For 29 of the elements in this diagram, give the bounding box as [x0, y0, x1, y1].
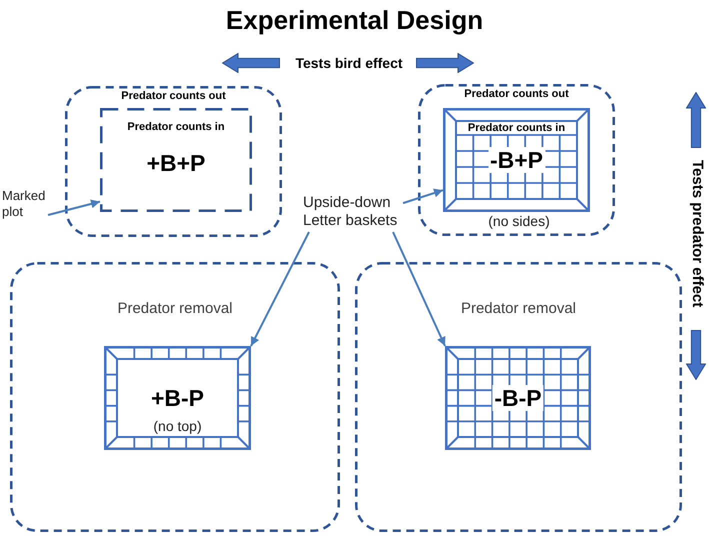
- callout-text: Marked plot: [2, 188, 48, 224]
- diagram-title: Experimental Design: [226, 5, 484, 36]
- leader-arrow: [392, 232, 446, 346]
- heading-text: Predator counts in: [127, 121, 225, 134]
- treatment-code: +B+P: [146, 150, 206, 176]
- dashed-plot-outline: [100, 108, 252, 212]
- letter-basket: [443, 108, 590, 212]
- letter-basket: [445, 346, 591, 450]
- treatment-code: +B-P: [150, 385, 204, 411]
- leader-arrow: [402, 188, 444, 204]
- note-text: (no sides): [488, 213, 550, 229]
- effect-label: Tests bird effect: [295, 55, 403, 71]
- effect-label: Tests predator effect: [688, 160, 706, 308]
- dashed-zone: [10, 262, 340, 532]
- treatment-code: -B-P: [492, 385, 544, 411]
- note-text: (no top): [153, 418, 202, 434]
- heading-text: Predator counts out: [121, 90, 226, 103]
- heading-text: Predator removal: [117, 300, 233, 318]
- dashed-zone: [65, 86, 282, 237]
- dashed-zone: [355, 262, 682, 532]
- heading-text: Predator counts out: [464, 88, 569, 101]
- dashed-zone: [418, 84, 615, 236]
- heading-text: Predator removal: [460, 300, 576, 318]
- callout-text: Upside-down Letter baskets: [303, 194, 403, 232]
- heading-text: Predator counts in: [468, 122, 566, 135]
- treatment-code: -B+P: [488, 147, 546, 173]
- leader-arrow: [48, 200, 100, 216]
- leader-arrow: [250, 232, 310, 346]
- letter-basket: [104, 346, 251, 450]
